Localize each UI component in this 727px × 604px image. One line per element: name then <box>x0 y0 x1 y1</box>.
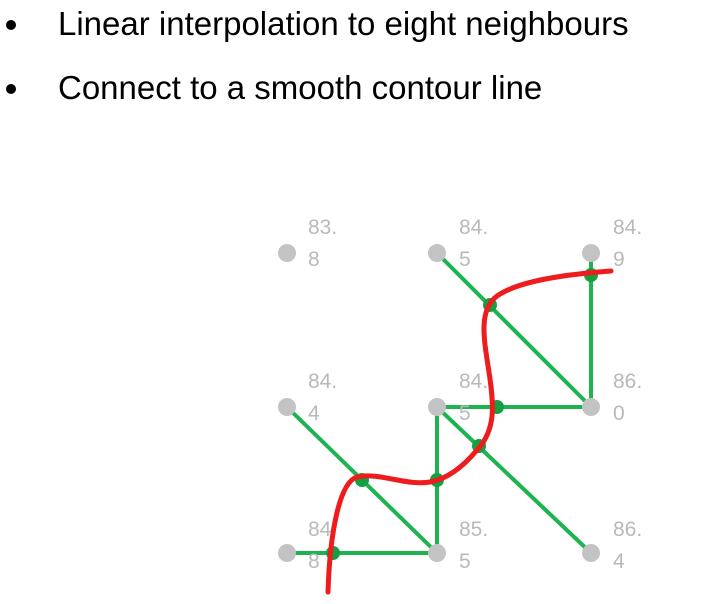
grid-value: 83. <box>308 216 337 239</box>
grid-value: 5 <box>459 402 471 425</box>
grid-value: 8 <box>308 248 320 271</box>
grid-value: 5 <box>459 248 471 271</box>
grid-value: 84. <box>308 370 337 393</box>
grid-value: 84. <box>613 216 642 239</box>
bullet-text: Linear interpolation to eight neighbours <box>58 5 629 42</box>
grid-value: 4 <box>613 550 625 573</box>
grid-point <box>278 398 296 416</box>
grid-point <box>428 398 446 416</box>
grid-value: 86. <box>613 518 642 541</box>
grid-values: 83. 8 84. 5 84. 9 84. 4 84. 5 86. 0 84 8… <box>308 216 642 573</box>
grid-point <box>582 244 600 262</box>
contour-line <box>325 268 614 595</box>
grid-value: 86. <box>613 370 642 393</box>
bullet-text: Connect to a smooth contour line <box>58 69 543 106</box>
grid-point <box>582 544 600 562</box>
grid-value: 5 <box>459 550 471 573</box>
grid-value: 0 <box>613 402 625 425</box>
grid-value: 84. <box>459 216 488 239</box>
grid-value: 8 <box>308 550 320 573</box>
grid-value: 4 <box>308 402 320 425</box>
bullet-dot-icon <box>6 84 16 94</box>
bullet-dot-icon <box>6 20 16 30</box>
interpolation-line <box>435 251 593 409</box>
grid-point <box>582 398 600 416</box>
grid-value: 85. <box>459 518 488 541</box>
grid-point <box>278 544 296 562</box>
grid-point <box>428 244 446 262</box>
interpolation-line <box>435 405 593 555</box>
grid-point <box>278 244 296 262</box>
grid-points <box>278 244 600 562</box>
grid-value: 84 <box>308 518 332 541</box>
grid-value: 9 <box>613 248 625 271</box>
grid-value: 84. <box>459 370 488 393</box>
grid-point <box>428 544 446 562</box>
